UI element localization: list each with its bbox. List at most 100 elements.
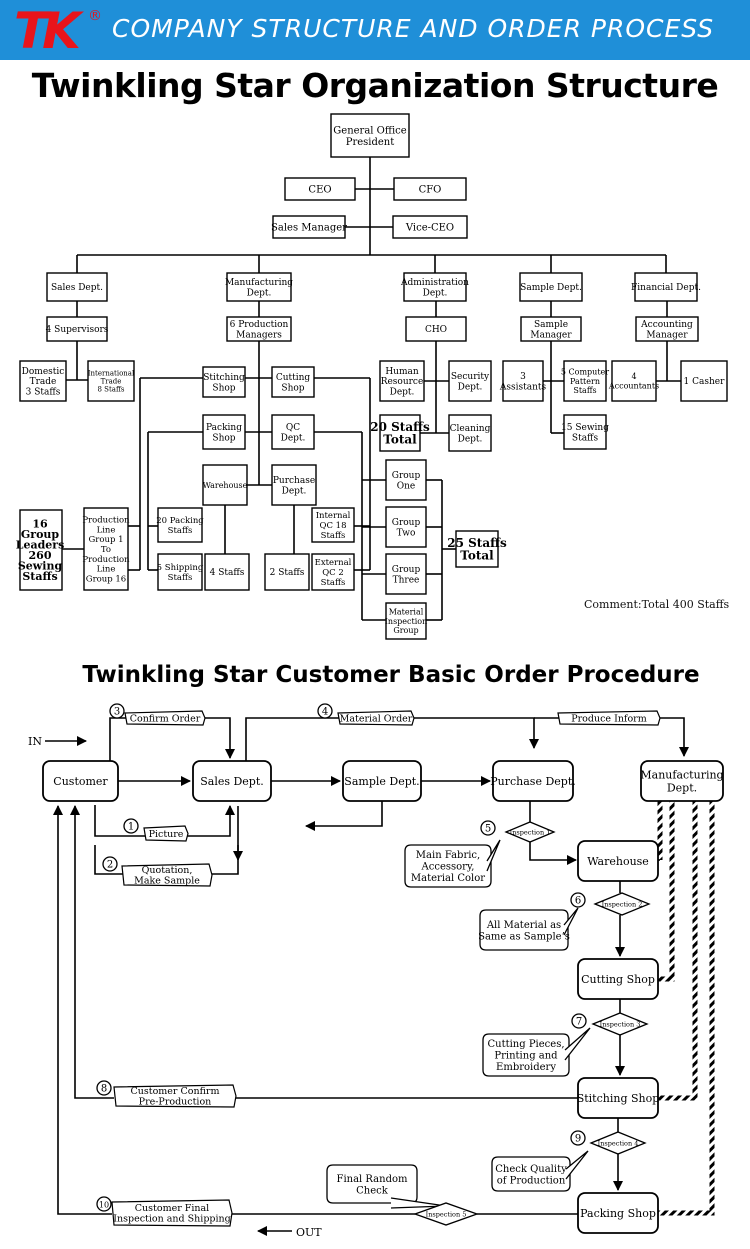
org-label-cash: 1 Casher: [684, 377, 726, 387]
note-pointer-i2: [563, 907, 579, 936]
org-box-admd: [403, 272, 467, 302]
org-label-sh5-line: Staffs: [168, 573, 193, 583]
org-label-mig-line: Inspection: [385, 617, 428, 626]
org-node-ware: Warehouse: [202, 464, 248, 506]
proc-label-cutting: Cutting Shop: [581, 973, 655, 986]
org-label-g3-line: Three: [393, 575, 420, 585]
step-tab-s4: [337, 710, 415, 726]
org-label-prodm-line: Managers: [236, 330, 282, 340]
note-text-i2-line: All Material as: [486, 920, 561, 931]
step-tab-s1: [143, 825, 189, 842]
proc-box-stitching: [577, 1077, 659, 1119]
org-box-find: [634, 272, 698, 302]
org-box-stitch: [202, 366, 246, 398]
org-total-qc25-line: 25 Staffs: [447, 536, 507, 550]
org-node-w4: 4 Staffs: [204, 553, 250, 591]
inspection-num-i3-number: 7: [576, 1017, 582, 1028]
inspection-diamond-i1: [504, 821, 556, 843]
step-label-s4: Material Order: [340, 713, 413, 724]
org-label-purch-line: Purchase: [273, 476, 315, 486]
proc-box-purchase: [492, 760, 574, 802]
note-text-i2-line: Same as Sample’s: [478, 931, 570, 942]
org-label-clean-line: Dept.: [458, 434, 483, 444]
note-text-i5-line: Final Random: [337, 1174, 408, 1185]
proc-box-wh: [577, 840, 659, 882]
org-box-sew: [563, 414, 607, 450]
org-label-mig-line: Material: [389, 608, 424, 617]
org-label-prodm-line: 6 Production: [230, 320, 289, 330]
org-label-sampd-line: Sample Dept.: [520, 283, 582, 293]
org-label-sampm-line: Manager: [530, 330, 572, 340]
note-pointer-i3: [564, 1027, 591, 1061]
inspection-label-i2: Inspection 2: [602, 901, 643, 909]
org-box-asst: [502, 360, 544, 402]
org-total-qc25-line: Total: [460, 549, 494, 563]
proc-label-packing-line: Packing Shop: [580, 1207, 656, 1220]
org-label-sec-line: Security: [451, 372, 490, 382]
proc-node-cutting: Cutting Shop: [577, 958, 659, 1000]
step-label-s10-line: Inspection and Shipping: [113, 1214, 230, 1225]
material-flow-line: [658, 801, 675, 982]
org-comment: Comment:Total 400 Staffs: [584, 598, 730, 611]
org-label-qc-line: Dept.: [281, 433, 306, 443]
step-s2: Quotation,Make Sample: [121, 863, 213, 887]
org-label-sup: 4 Supervisors: [46, 325, 109, 335]
inspection-label-i4: Inspection 4: [598, 1140, 639, 1148]
admin-total-box: [379, 414, 421, 452]
org-box-pl: [83, 507, 129, 591]
proc-node-sample: Sample Dept.: [342, 760, 422, 802]
org-total-grp-line: Leaders: [16, 539, 65, 552]
org-label-salesd-line: Sales Dept.: [51, 283, 103, 293]
step-label-pi: Produce Inform: [571, 713, 646, 724]
step-num-s1-number: 1: [128, 822, 134, 833]
org-node-vceo: Vice-CEO: [392, 215, 468, 239]
inspection-diamond-i4: [589, 1131, 647, 1155]
org-node-cash: 1 Casher: [680, 360, 728, 402]
note-bubble-i1: [404, 844, 492, 888]
org-box-sec: [448, 360, 492, 402]
org-box-w4: [204, 553, 250, 591]
proc-label-sample: Sample Dept.: [344, 775, 419, 788]
org-box-cut: [271, 366, 315, 398]
header-banner: TK ® COMPANY STRUCTURE AND ORDER PROCESS: [0, 0, 750, 60]
note-text-i4-line: Check Quality: [495, 1164, 567, 1175]
org-box-mig: [385, 602, 427, 640]
org-label-ceo-line: CEO: [308, 185, 331, 196]
proc-label-cutting-line: Cutting Shop: [581, 973, 655, 986]
material-flow-line: [658, 801, 715, 1216]
org-label-g3-line: Group: [392, 565, 421, 575]
org-node-sup: 4 Supervisors: [46, 316, 109, 342]
org-label-accm-line: Manager: [646, 330, 688, 340]
org-title: Twinkling Star Organization Structure: [31, 66, 719, 105]
step-s1: Picture: [143, 825, 189, 842]
proc-node-sales: Sales Dept.: [192, 760, 272, 802]
org-box-pack: [202, 414, 246, 450]
org-box-g3: [385, 553, 427, 595]
note-pointer-i1: [486, 839, 501, 872]
step-tab-pi: [557, 710, 661, 726]
proc-box-cutting: [577, 958, 659, 1000]
org-label-dom-line: Domestic: [22, 367, 65, 377]
org-label-asst-line: 3: [520, 372, 526, 382]
org-box-cash: [680, 360, 728, 402]
inspection-num-i2-number: 6: [575, 896, 581, 907]
note-bubble-i3: [482, 1033, 570, 1077]
org-label-g1-line: One: [397, 481, 416, 491]
